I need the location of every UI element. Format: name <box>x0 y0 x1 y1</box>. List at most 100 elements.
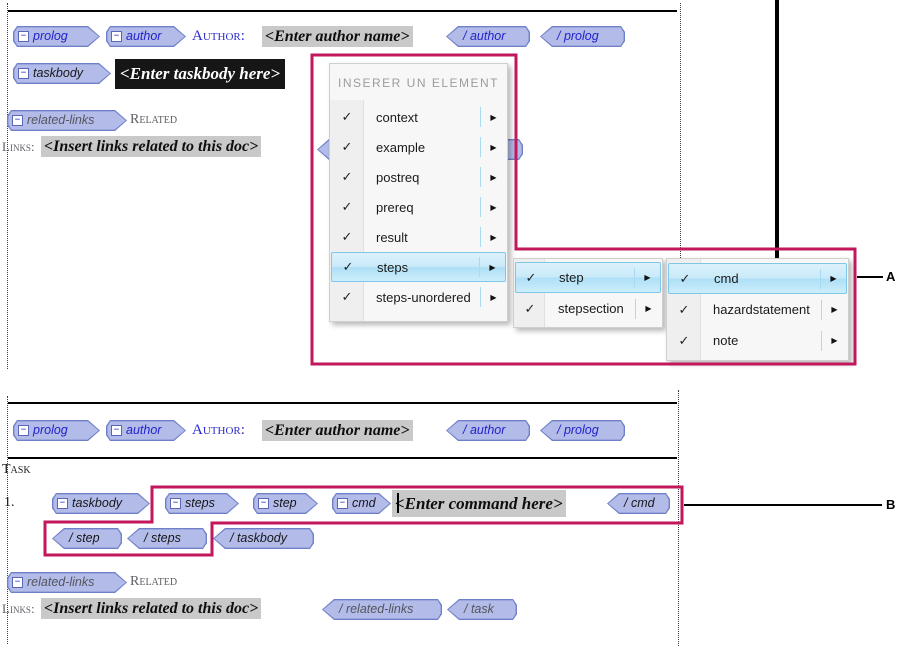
callout-b-label: B <box>886 497 896 512</box>
menu-item-label: example <box>376 139 426 155</box>
submenu-arrow-icon: ▶ <box>490 142 497 152</box>
element-close-tag-cmd[interactable]: / cmd <box>607 493 670 514</box>
tag-label: / author <box>463 29 506 44</box>
text-cursor <box>397 493 399 513</box>
menu-item-label: prereq <box>376 199 414 215</box>
menu-item-steps[interactable]: ✓ steps ▶ <box>331 252 506 282</box>
collapse-icon[interactable]: − <box>337 498 348 509</box>
top-frame-right-border <box>680 3 681 258</box>
menu-item-steps-unordered[interactable]: ✓ steps-unordered ▶ <box>331 282 506 312</box>
bottom-frame-right-border <box>678 390 679 646</box>
element-close-tag-steps[interactable]: / steps <box>127 528 207 549</box>
submenu-item-stepsection[interactable]: ✓ stepsection ▶ <box>515 293 661 324</box>
submenu-item-step[interactable]: ✓ step ▶ <box>515 262 661 293</box>
tag-label: / prolog <box>557 29 599 44</box>
collapse-icon[interactable]: − <box>258 498 269 509</box>
collapse-icon[interactable]: − <box>111 31 122 42</box>
tag-label: / steps <box>144 531 181 546</box>
links-placeholder-text[interactable]: <Insert links related to this doc> <box>41 598 262 619</box>
tag-label: taskbody <box>33 66 84 81</box>
callout-b-leader-line <box>684 504 882 506</box>
element-tag-cmd[interactable]: − cmd <box>332 493 391 514</box>
element-tag-steps[interactable]: − steps <box>165 493 239 514</box>
tag-label: / related-links <box>339 602 414 617</box>
element-close-tag-prolog[interactable]: / prolog <box>540 420 625 441</box>
check-icon: ✓ <box>341 169 353 184</box>
menu-item-context[interactable]: ✓ context ▶ <box>331 102 506 132</box>
submenu-item-hazardstatement[interactable]: ✓ hazardstatement ▶ <box>668 294 847 325</box>
check-icon: ✓ <box>341 289 353 304</box>
check-icon: ✓ <box>524 300 536 316</box>
collapse-icon[interactable]: − <box>18 68 29 79</box>
menu-item-label: step <box>559 270 584 285</box>
collapse-icon[interactable]: − <box>12 115 23 126</box>
selected-taskbody-placeholder[interactable]: <Enter taskbody here> <box>115 59 286 89</box>
submenu-arrow-icon: ▶ <box>490 292 497 302</box>
check-icon: ✓ <box>341 139 353 154</box>
collapse-icon[interactable]: − <box>12 577 23 588</box>
tag-shape <box>540 26 625 47</box>
element-tag-taskbody[interactable]: − taskbody <box>52 493 150 514</box>
element-tag-author[interactable]: − author <box>106 26 186 47</box>
check-icon: ✓ <box>525 269 537 285</box>
links-heading-text: Links: <box>2 601 35 616</box>
collapse-icon[interactable]: − <box>170 498 181 509</box>
author-placeholder-text[interactable]: <Enter author name> <box>262 420 413 441</box>
element-tag-author[interactable]: − author <box>106 420 186 441</box>
element-close-tag-author[interactable]: / author <box>446 26 530 47</box>
menu-item-label: steps <box>377 259 409 275</box>
check-icon: ✓ <box>341 109 353 124</box>
menu-item-prereq[interactable]: ✓ prereq ▶ <box>331 192 506 222</box>
bottom-frame-left-border <box>7 396 8 644</box>
links-placeholder-text[interactable]: <Insert links related to this doc> <box>41 136 262 157</box>
element-tag-related-links[interactable]: − related-links <box>7 110 127 131</box>
bottom-frame-title-rule <box>8 457 677 459</box>
menu-item-postreq[interactable]: ✓ postreq ▶ <box>331 162 506 192</box>
menu-item-label: stepsection <box>558 301 624 316</box>
menu-item-label: hazardstatement <box>713 302 810 317</box>
element-tag-taskbody[interactable]: − taskbody <box>13 63 111 84</box>
author-placeholder-text[interactable]: <Enter author name> <box>262 26 413 47</box>
menu-item-example[interactable]: ✓ example ▶ <box>331 132 506 162</box>
tag-label: / taskbody <box>230 531 287 546</box>
collapse-icon[interactable]: − <box>18 31 29 42</box>
element-close-tag-taskbody[interactable]: / taskbody <box>213 528 314 549</box>
command-placeholder-text[interactable]: <Enter command here> <box>392 490 566 517</box>
element-close-tag-task[interactable]: / task <box>447 599 517 620</box>
submenu-item-cmd[interactable]: ✓ cmd ▶ <box>668 263 847 294</box>
tag-shape <box>447 599 517 620</box>
collapse-icon[interactable]: − <box>57 498 68 509</box>
check-icon: ✓ <box>678 301 690 317</box>
links-heading-text: Links: <box>2 139 35 154</box>
menu-item-label: steps-unordered <box>376 289 471 305</box>
tag-shape <box>7 572 127 593</box>
element-tag-prolog[interactable]: − prolog <box>13 420 100 441</box>
element-tag-prolog[interactable]: − prolog <box>13 26 100 47</box>
top-frame-top-rule <box>8 10 677 12</box>
element-tag-step[interactable]: − step <box>253 493 318 514</box>
step-list-number: 1. <box>4 495 15 510</box>
submenu-arrow-icon: ▶ <box>645 304 652 313</box>
submenu-item-note[interactable]: ✓ note ▶ <box>668 325 847 356</box>
collapse-icon[interactable]: − <box>18 425 29 436</box>
element-close-tag-related-links[interactable]: / related-links <box>322 599 442 620</box>
element-tag-related-links[interactable]: − related-links <box>7 572 127 593</box>
bottom-frame-top-rule <box>8 402 677 404</box>
tag-label: / task <box>464 602 494 617</box>
submenu-arrow-icon: ▶ <box>831 336 838 345</box>
tag-shape <box>106 420 186 441</box>
submenu-arrow-icon: ▶ <box>830 274 837 283</box>
top-frame-left-border <box>7 3 8 369</box>
menu-item-result[interactable]: ✓ result ▶ <box>331 222 506 252</box>
tag-label: related-links <box>27 113 95 128</box>
tag-label: / cmd <box>624 496 655 511</box>
callout-a-label: A <box>886 269 896 284</box>
collapse-icon[interactable]: − <box>111 425 122 436</box>
page-column-divider <box>775 0 779 301</box>
callout-a-leader-line <box>857 276 883 278</box>
element-close-tag-author[interactable]: / author <box>446 420 530 441</box>
element-close-tag-prolog[interactable]: / prolog <box>540 26 625 47</box>
element-close-tag-step[interactable]: / step <box>52 528 122 549</box>
submenu-arrow-icon: ▶ <box>489 262 496 272</box>
